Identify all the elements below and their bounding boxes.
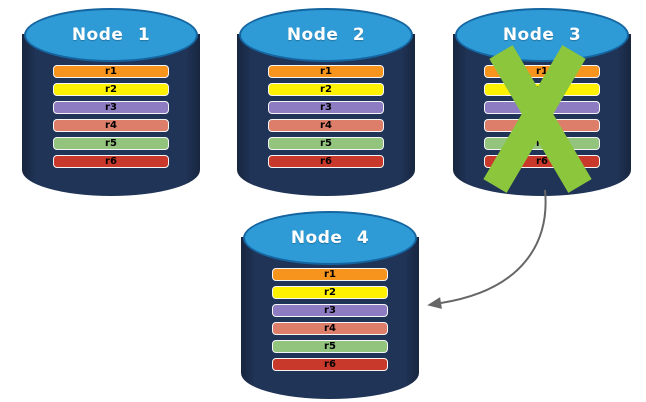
node-4-title: Node 4	[290, 228, 370, 248]
node-3-row-r6: r6	[484, 155, 600, 168]
node-1-title: Node 1	[71, 25, 151, 45]
node-3-row-r2: r2	[484, 83, 600, 96]
failover-arrow	[440, 189, 547, 304]
node-4-row-r2: r2	[272, 286, 388, 299]
node-1-row-r6: r6	[53, 155, 169, 168]
node-1-row-r3: r3	[53, 101, 169, 114]
node-4-row-r3: r3	[272, 304, 388, 317]
node-2: r1 r2 r3 r4 r5 r6 Node 2	[237, 8, 415, 196]
node-3: r1 r2 r3 r4 r5 r6 Node 3	[453, 8, 631, 196]
failover-arrowhead-icon	[427, 297, 442, 309]
node-1-row-r2: r2	[53, 83, 169, 96]
node-4-rows: r1 r2 r3 r4 r5 r6	[241, 268, 419, 376]
node-2-row-r6: r6	[268, 155, 384, 168]
node-3-rows: r1 r2 r3 r4 r5 r6	[453, 65, 631, 173]
node-3-row-r3: r3	[484, 101, 600, 114]
node-1-row-r5: r5	[53, 137, 169, 150]
node-4-cylinder-top: Node 4	[243, 211, 417, 265]
node-1-cylinder-top: Node 1	[24, 8, 198, 62]
node-2-row-r3: r3	[268, 101, 384, 114]
node-4-cylinder-body	[241, 237, 419, 399]
node-2-rows: r1 r2 r3 r4 r5 r6	[237, 65, 415, 173]
node-2-cylinder-top: Node 2	[239, 8, 413, 62]
node-4-row-r4: r4	[272, 322, 388, 335]
node-3-title: Node 3	[502, 25, 582, 45]
node-1-row-r1: r1	[53, 65, 169, 78]
node-4: r1 r2 r3 r4 r5 r6 Node 4	[241, 211, 419, 399]
node-2-row-r1: r1	[268, 65, 384, 78]
node-1-rows: r1 r2 r3 r4 r5 r6	[22, 65, 200, 173]
node-2-row-r2: r2	[268, 83, 384, 96]
node-2-title: Node 2	[286, 25, 366, 45]
node-4-row-r1: r1	[272, 268, 388, 281]
node-1: r1 r2 r3 r4 r5 r6 Node 1	[22, 8, 200, 196]
node-4-row-r5: r5	[272, 340, 388, 353]
node-3-row-r1: r1	[484, 65, 600, 78]
node-4-row-r6: r6	[272, 358, 388, 371]
node-3-cylinder-top: Node 3	[455, 8, 629, 62]
node-1-row-r4: r4	[53, 119, 169, 132]
node-2-row-r4: r4	[268, 119, 384, 132]
node-2-row-r5: r5	[268, 137, 384, 150]
node-3-row-r5: r5	[484, 137, 600, 150]
node-3-row-r4: r4	[484, 119, 600, 132]
